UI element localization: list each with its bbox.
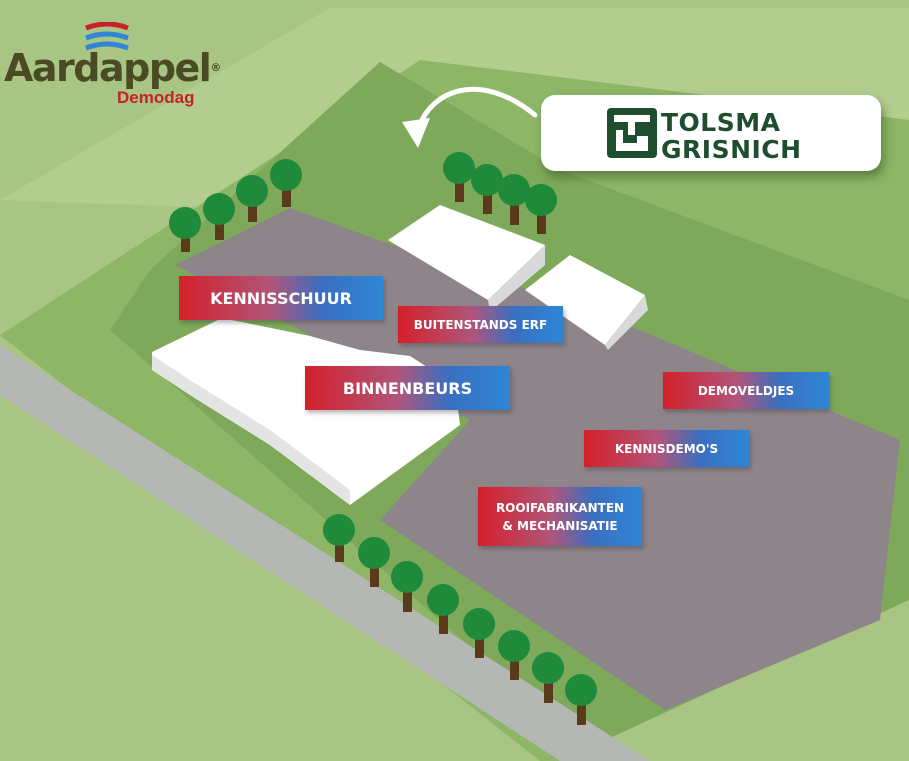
tree — [525, 184, 557, 234]
location-label-demoveldjes[interactable]: DEMOVELDJES — [663, 372, 829, 409]
tree — [323, 514, 355, 562]
tree — [565, 674, 597, 725]
tree — [236, 175, 268, 222]
tree — [391, 561, 423, 612]
tree-row-upper-left — [169, 159, 302, 252]
sponsor-name: TOLSMA GRISNICH — [661, 108, 802, 164]
tree — [532, 652, 564, 703]
location-label-text: BUITENSTANDS ERF — [413, 317, 548, 332]
tree — [270, 159, 302, 207]
tree — [203, 193, 235, 240]
tree — [443, 152, 475, 202]
location-label-text: ROOIFABRIKANTEN & MECHANISATIE — [495, 500, 625, 533]
tree — [427, 584, 459, 634]
location-label-binnenbeurs[interactable]: BINNENBEURS — [305, 366, 510, 410]
direction-arrow — [415, 86, 538, 133]
logo-name: Aardappel® — [4, 48, 221, 88]
tree — [358, 537, 390, 587]
location-label-text: KENNISDEMO'S — [614, 441, 719, 456]
tree — [471, 164, 503, 214]
road — [0, 345, 650, 761]
tent-top — [388, 205, 545, 300]
location-label-kennisschuur[interactable]: KENNISSCHUUR — [179, 276, 383, 320]
tree-row-road — [323, 514, 597, 725]
location-label-text: BINNENBEURS — [342, 378, 473, 398]
location-label-text: DEMOVELDJES — [697, 383, 795, 398]
logo-name-text: Aardappel — [4, 46, 212, 90]
tolsma-grisnich-logo-icon — [607, 108, 657, 158]
tree — [463, 608, 495, 658]
tree — [169, 207, 201, 252]
tree-row-upper-right — [443, 152, 557, 234]
main-hall — [152, 318, 460, 505]
main-hall-shade — [152, 355, 350, 505]
location-label-kennisdemos[interactable]: KENNISDEMO'S — [584, 430, 749, 467]
location-label-text: KENNISSCHUUR — [210, 288, 352, 308]
tent-right-side — [605, 295, 648, 350]
logo-trademark: ® — [210, 61, 222, 74]
tent-right — [525, 255, 645, 345]
arrow-head — [402, 118, 430, 148]
tent-top-side — [488, 245, 545, 312]
location-label-buitenstands-erf[interactable]: BUITENSTANDS ERF — [398, 306, 563, 343]
tree — [498, 174, 530, 225]
logo-subtitle: Demodag — [117, 88, 195, 107]
tree — [498, 630, 530, 680]
sponsor-card: TOLSMA GRISNICH — [541, 95, 881, 171]
location-label-rooifabrikanten[interactable]: ROOIFABRIKANTEN & MECHANISATIE — [478, 487, 642, 546]
exhibition-area — [175, 208, 900, 710]
flag-waves-icon — [85, 22, 129, 51]
aardappel-demodag-logo: Aardappel® Demodag — [4, 22, 221, 114]
